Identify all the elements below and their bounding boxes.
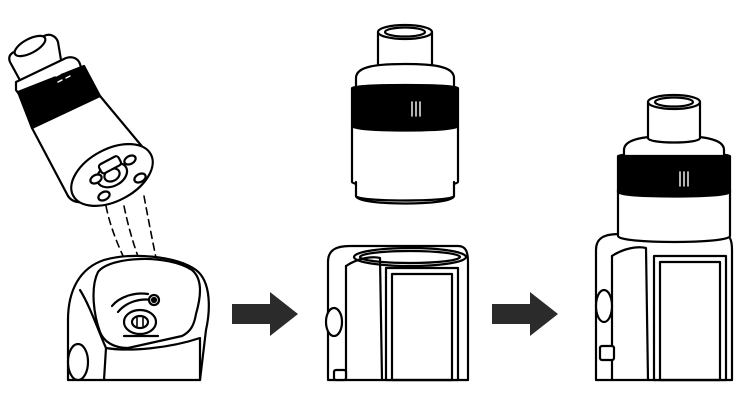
step-2-device [324,244,470,382]
step-1-tank-tilted [8,33,154,207]
step-3-assembled [594,93,734,382]
step-1-device-open [66,254,210,382]
arrow-step-2-to-3 [492,292,558,336]
alignment-guide-lines [105,195,157,263]
step-2-tank [350,23,460,205]
arrow-step-1-to-2 [232,292,298,336]
